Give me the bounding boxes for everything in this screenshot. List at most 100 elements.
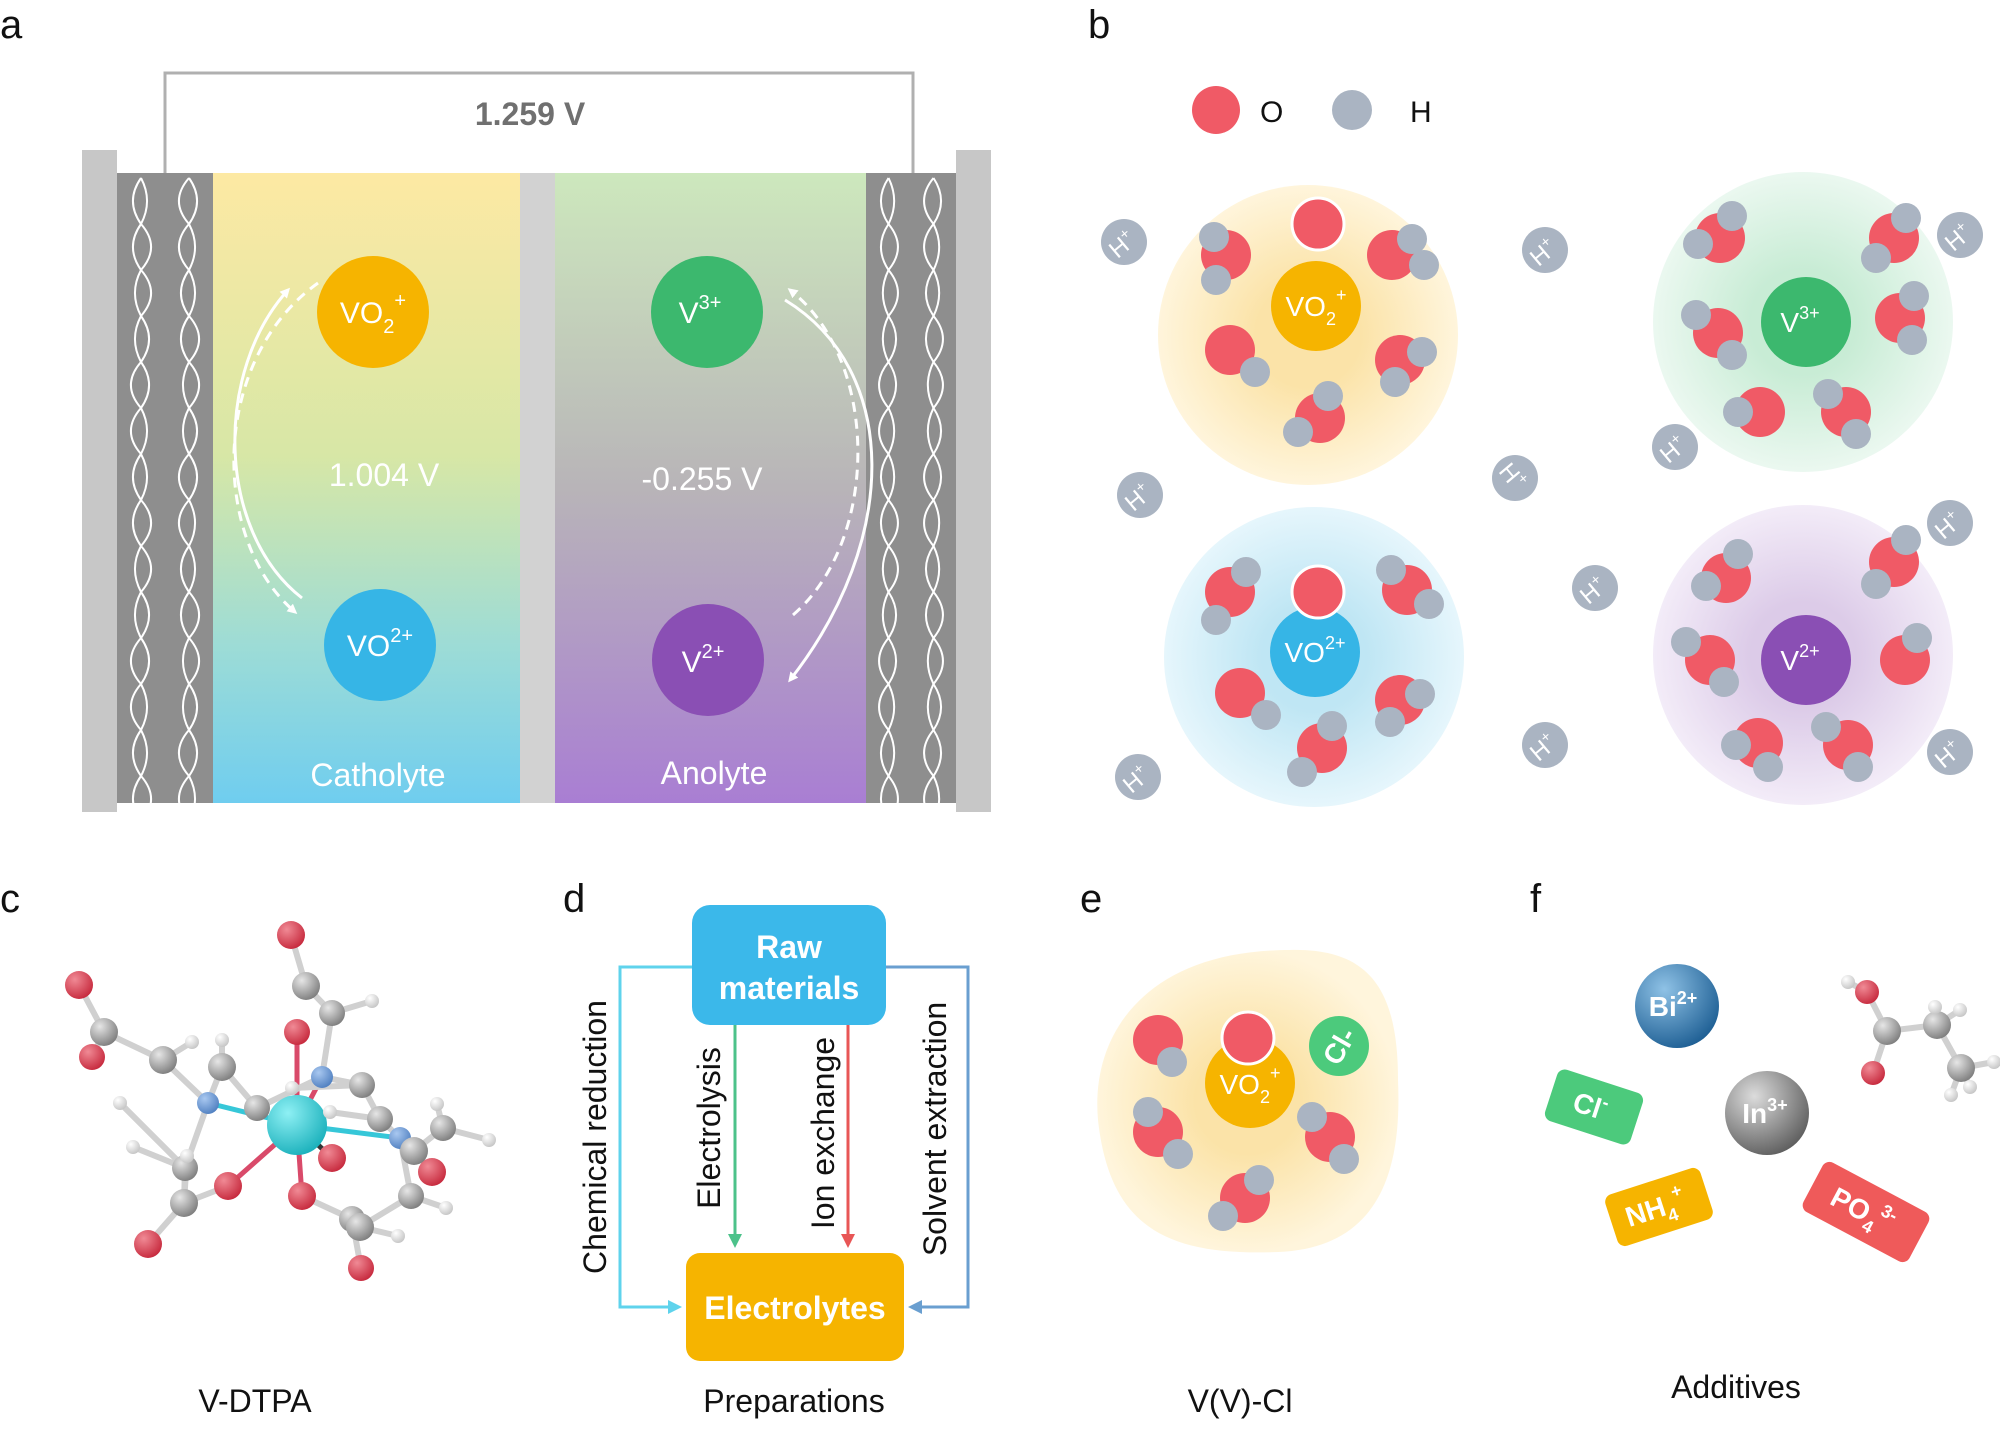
proton-icon (1522, 227, 1568, 273)
proton-icon (1115, 754, 1161, 800)
water-hydrogen-atom (1376, 555, 1406, 585)
panel-b: b O H VO2+ V3+ VO2+ V2+ H+H+H+H+H+H+H+H+… (1088, 3, 1983, 807)
hydrogen-legend-icon (1332, 90, 1372, 130)
molecule-atom (113, 1096, 127, 1110)
molecule-atom (418, 1158, 446, 1186)
catholyte-potential-label: 1.004 V (329, 457, 440, 493)
bismuth-ion (1635, 964, 1719, 1048)
water-hydrogen-atom (1231, 557, 1261, 587)
molecule-atom (318, 1144, 346, 1172)
molecule-atom (288, 1182, 316, 1210)
electrolytes-box (686, 1253, 904, 1361)
vanadyl-oxygen-icon (1290, 196, 1346, 252)
molecule-atom (1855, 980, 1879, 1004)
left-end-plate (82, 150, 117, 812)
panel-c: c V-DTPA (0, 877, 496, 1419)
anolyte-label: Anolyte (661, 755, 768, 791)
ammonium-additive-tag (1605, 1167, 1713, 1247)
membrane (520, 173, 555, 803)
indium-ion-label: In3+ (1742, 1095, 1787, 1129)
molecule-atom (134, 1230, 162, 1258)
electrode-fiber (878, 177, 899, 823)
oxygen-legend-icon (1192, 86, 1240, 134)
vanadyl-oxygen-3-icon (1220, 1010, 1276, 1066)
v2p-ion-label: V2+ (682, 641, 725, 679)
v3p-ion (651, 256, 763, 368)
panel-c-letter: c (0, 877, 20, 921)
right-electrode-fibers (878, 177, 944, 823)
panel-f: f Bi2+ In3+ Cl- NH4+ PO43- Additives (1530, 877, 2000, 1405)
molecule-atom (439, 1201, 453, 1215)
water-hydrogen-atom (1201, 265, 1231, 295)
v2p-to-v3p-dashed-arrow (787, 288, 860, 617)
molecule-atom (197, 1092, 219, 1114)
water-hydrogen-atom (1813, 379, 1843, 409)
panel-d-letter: d (563, 877, 585, 921)
molecule-atom (349, 1072, 375, 1098)
molecule-atom (1841, 975, 1855, 989)
panel-d-caption: Preparations (703, 1383, 884, 1419)
water-hydrogen-atom (1671, 627, 1701, 657)
water-hydrogen-atom (1397, 224, 1427, 254)
molecule-atom (1987, 1055, 2000, 1069)
molecule-atom (214, 1172, 242, 1200)
panel-f-caption: Additives (1671, 1369, 1801, 1405)
water-hydrogen-atom (1841, 419, 1871, 449)
vo2plus-ion-label: VO2+ (340, 290, 406, 338)
water-hydrogen-atom (1681, 300, 1711, 330)
water-hydrogen-atom (1897, 325, 1927, 355)
v2p-ion (652, 604, 764, 716)
chloride-additive-tag (1544, 1069, 1644, 1145)
proton-icon (1927, 500, 1973, 546)
proton-icon (1492, 455, 1538, 501)
molecule-atom (292, 972, 320, 1000)
water-hydrogen-atom (1407, 337, 1437, 367)
external-circuit-wire (163, 71, 915, 177)
vv-center-ion (1205, 1038, 1295, 1128)
molecule-atom (180, 1149, 194, 1163)
vo2p-ion-label: VO2+ (347, 625, 413, 663)
panel-a: a 1.259 V VO2+ VO2+ V3+ V2+ 1.004 V -0.2… (0, 3, 991, 823)
vo2p-to-vo2plus-solid-arrow (233, 287, 303, 600)
panel-c-caption: V-DTPA (198, 1383, 312, 1419)
water-hydrogen-atom (1891, 525, 1921, 555)
water-hydrogen-atom (1717, 201, 1747, 231)
proton-icon (1937, 212, 1983, 258)
water-hydrogen-atom (1902, 623, 1932, 653)
left-electrode-fibers (129, 177, 201, 823)
chemical-reduction-arrow (618, 965, 692, 1314)
molecule-atom (398, 1183, 424, 1209)
v3p-center-label: V3+ (1780, 303, 1819, 338)
water-hydrogen-atom (1721, 730, 1751, 760)
hydrogen-legend-label: H (1410, 96, 1432, 129)
water-hydrogen-atom (1861, 569, 1891, 599)
water-hydrogen-atom (1717, 340, 1747, 370)
v3p-ion-label: V3+ (679, 292, 722, 330)
electrolysis-label: Electrolysis (691, 1047, 727, 1209)
water-hydrogen-atom (1843, 752, 1873, 782)
molecule-atom (1944, 1088, 1958, 1102)
phosphate-additive: PO43- (1802, 1161, 1930, 1263)
molecule-atom (284, 1019, 310, 1045)
electrode-fiber (177, 177, 201, 823)
water-hydrogen-atom (1405, 679, 1435, 709)
water-hydrogen-atom (1375, 707, 1405, 737)
proton-icon (1652, 424, 1698, 470)
v-dtpa-molecule (65, 921, 496, 1281)
panel-e-water-molecules (1133, 1015, 1359, 1231)
molecule-atom (208, 1053, 236, 1081)
panel-f-letter: f (1530, 877, 1542, 921)
molecule-atom (1953, 1003, 1967, 1017)
water-hydrogen-atom (1329, 1144, 1359, 1174)
molecule-atom (79, 1044, 105, 1070)
molecule-atom (400, 1137, 428, 1165)
molecule-atom (65, 971, 93, 999)
molecule-atom (348, 1255, 374, 1281)
ion-exchange-label: Ion exchange (805, 1037, 841, 1229)
water-hydrogen-atom (1244, 1165, 1274, 1195)
molecule-atom (430, 1115, 456, 1141)
vo2plus-center-ion (1271, 261, 1361, 351)
panel-e-caption: V(V)-Cl (1188, 1383, 1293, 1419)
electrode-fiber (129, 177, 153, 823)
